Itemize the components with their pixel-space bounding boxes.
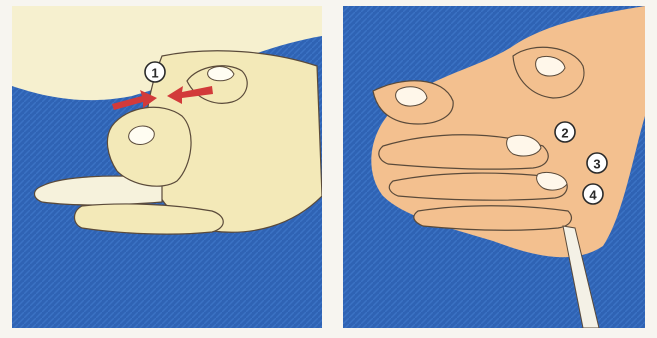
middle-finger [378,134,549,170]
ring-finger [388,172,568,201]
marker-2: 2 [554,121,576,143]
ring-nail [536,171,568,191]
svg-text:3: 3 [593,157,600,172]
marker-3: 3 [586,152,608,174]
svg-text:2: 2 [561,126,568,141]
right-panel-drawing: 2 3 4 [343,6,645,328]
middle-nail [506,134,542,157]
curled-finger [106,106,192,187]
thumbnail [535,55,566,77]
svg-text:4: 4 [589,188,597,203]
svg-text:1: 1 [151,66,158,81]
left-panel: 1 [12,6,322,328]
index-nail [395,86,428,107]
marker-4: 4 [582,183,604,205]
marker-1: 1 [144,61,166,83]
thumbnail [207,66,235,82]
left-panel-drawing: 1 [12,6,322,328]
little-finger [413,205,572,231]
arrow-right [112,90,157,110]
arrow-left [167,86,213,104]
lower-finger [73,203,224,235]
right-panel: 2 3 4 [343,6,645,328]
arm-shape [12,6,322,101]
fingernail [128,125,155,145]
pen-shape [562,225,600,328]
